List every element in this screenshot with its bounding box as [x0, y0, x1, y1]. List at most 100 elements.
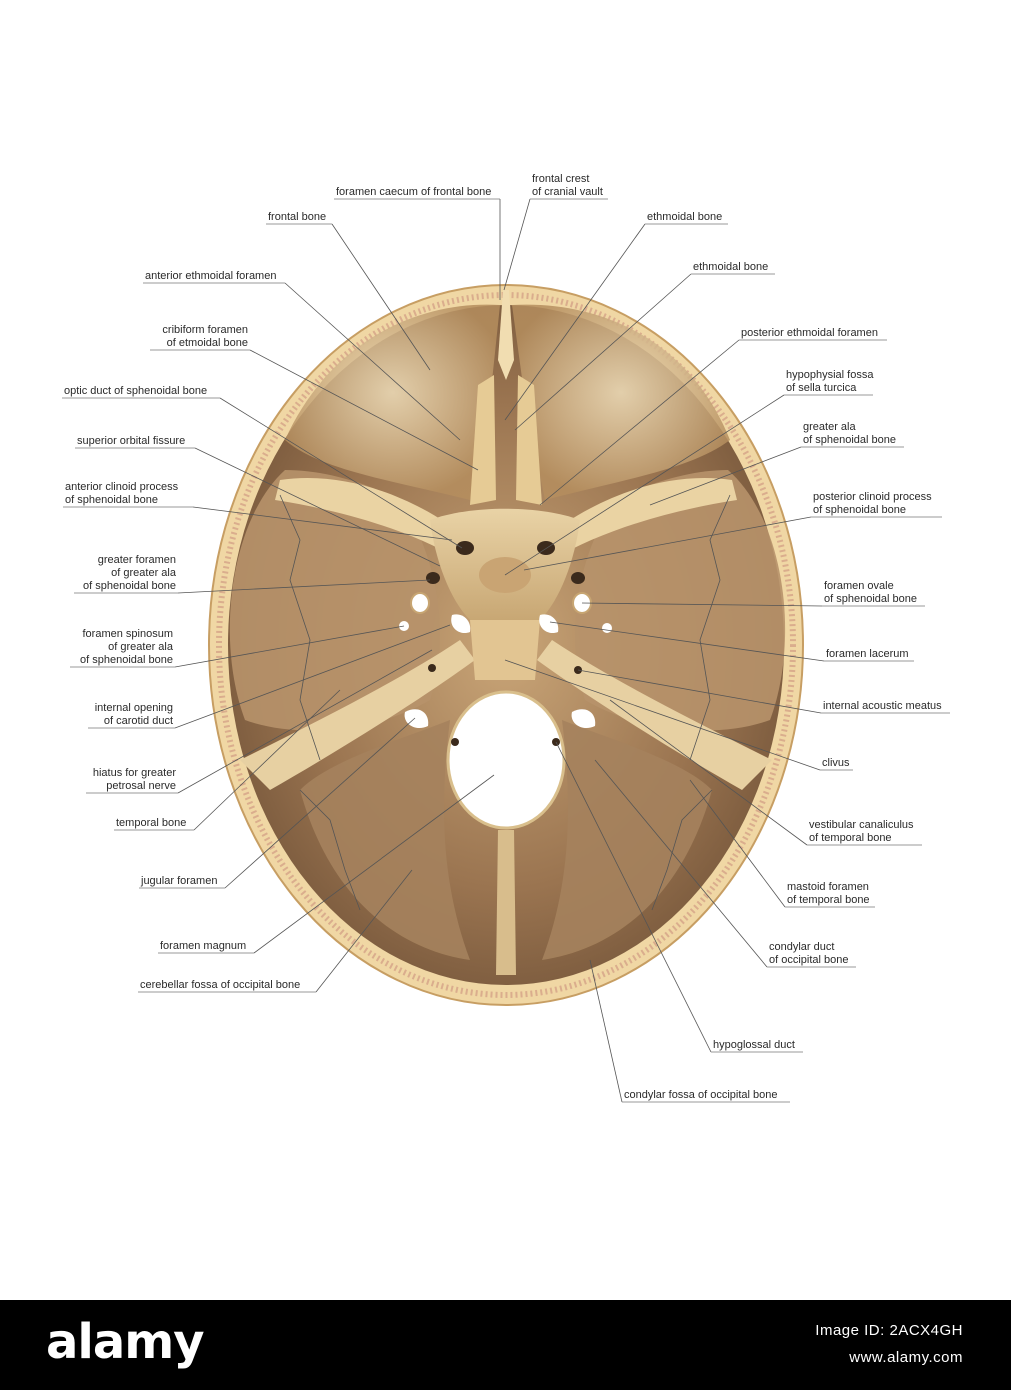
label-text: greater ala — [803, 421, 856, 433]
brand-logo: alamy — [46, 1314, 205, 1370]
foramen-ovale-left — [410, 592, 430, 614]
leader-posterior-ethmoidal-foramen — [539, 339, 740, 506]
label-internal-acoustic-meatus: internal acoustic meatus — [821, 700, 950, 714]
leader-greater-foramen — [177, 579, 431, 594]
label-text: condylar duct — [769, 941, 834, 953]
foramen-spinosum-right — [602, 623, 612, 633]
leader-foramen-lacerum — [549, 621, 825, 662]
leader-greater-ala — [649, 446, 802, 506]
leader-jugular-foramen — [224, 717, 416, 889]
crista-galli — [498, 290, 514, 380]
label-frontal-bone: frontal bone — [266, 211, 332, 225]
leader-internal-opening-carotid — [174, 624, 451, 729]
label-text: of occipital bone — [769, 954, 849, 966]
label-text: hypophysial fossa — [786, 369, 874, 381]
lambdoid-suture-right — [651, 789, 713, 911]
label-text: of etmoidal bone — [167, 337, 248, 349]
label-text: posterior clinoid process — [813, 491, 932, 503]
leader-optic-duct — [219, 397, 463, 549]
leader-foramen-magnum — [253, 774, 495, 954]
label-text: anterior ethmoidal foramen — [145, 270, 276, 282]
label-text: cribiform foramen — [162, 324, 248, 336]
label-hypoglossal-duct: hypoglossal duct — [711, 1039, 803, 1053]
leader-posterior-clinoid-process — [523, 516, 812, 571]
foramen-magnum-hole — [446, 690, 566, 830]
label-text: internal opening — [95, 702, 173, 714]
anterior-cranial-fossa-left — [285, 304, 500, 500]
leader-vestibular-canaliculus — [609, 699, 808, 846]
jugular-foramen-left — [404, 709, 429, 729]
label-text: of cranial vault — [532, 186, 603, 198]
leader-cribiform-foramen — [249, 349, 479, 471]
label-ethmoidal-bone-1: ethmoidal bone — [645, 211, 728, 225]
label-text: condylar fossa of occipital bone — [624, 1089, 777, 1101]
leader-foramen-ovale — [581, 602, 823, 607]
cribriform-plate-left — [470, 375, 496, 505]
label-text: foramen lacerum — [826, 648, 909, 660]
lambdoid-suture-left — [299, 789, 361, 911]
label-text: of sphenoidal bone — [80, 654, 173, 666]
label-text: of sphenoidal bone — [65, 494, 158, 506]
leader-frontal-bone — [331, 223, 431, 371]
image-id-text: Image ID: 2ACX4GH — [815, 1322, 963, 1339]
label-foramen-lacerum: foramen lacerum — [824, 648, 914, 662]
leader-frontal-crest — [503, 198, 531, 291]
site-url-text: www.alamy.com — [849, 1349, 963, 1366]
leader-superior-orbital-fissure — [194, 447, 441, 567]
label-foramen-magnum: foramen magnum — [158, 940, 254, 954]
hypoglossal-canal-left — [451, 738, 459, 746]
label-text: temporal bone — [116, 817, 186, 829]
label-text: of sphenoidal bone — [83, 580, 176, 592]
label-clivus: clivus — [820, 757, 853, 771]
label-foramen-caecum: foramen caecum of frontal bone — [334, 186, 500, 200]
posterior-cranial-fossa-left — [300, 720, 470, 960]
internal-acoustic-meatus-left — [428, 664, 436, 672]
label-text: petrosal nerve — [106, 780, 176, 792]
label-text: of greater ala — [111, 567, 177, 579]
jugular-foramen-right — [571, 709, 596, 729]
label-text: of temporal bone — [809, 832, 892, 844]
leader-condylar-fossa — [589, 959, 623, 1103]
leader-lines — [174, 198, 825, 1103]
cribriform-plate-right — [516, 375, 542, 505]
label-text: of sphenoidal bone — [813, 504, 906, 516]
leader-anterior-clinoid-process — [192, 506, 453, 541]
leader-temporal-bone — [193, 689, 341, 831]
label-text: foramen spinosum — [83, 628, 174, 640]
label-text: jugular foramen — [140, 875, 217, 887]
label-text: ethmoidal bone — [647, 211, 722, 223]
label-text: foramen magnum — [160, 940, 246, 952]
leader-hiatus-petrosal — [177, 649, 433, 794]
leader-internal-acoustic-meatus — [577, 669, 822, 714]
label-text: ethmoidal bone — [693, 261, 768, 273]
leader-cerebellar-fossa — [315, 869, 413, 993]
middle-cranial-fossa-right — [575, 470, 786, 731]
label-text: of sphenoidal bone — [824, 593, 917, 605]
label-anterior-ethmoidal-foramen: anterior ethmoidal foramen — [143, 270, 285, 284]
label-text: frontal bone — [268, 211, 326, 223]
leader-hypophysial-fossa — [504, 394, 785, 576]
skull-base-figure: frontal bone anterior ethmoidal foramen cr… — [62, 173, 950, 1103]
label-text: hypoglossal duct — [713, 1039, 795, 1051]
label-text: vestibular canaliculus — [809, 819, 914, 831]
label-posterior-ethmoidal-foramen: posterior ethmoidal foramen — [739, 327, 887, 341]
label-text: internal acoustic meatus — [823, 700, 942, 712]
leader-ethmoidal-bone-1 — [504, 223, 646, 421]
label-cerebellar-fossa: cerebellar fossa of occipital bone — [138, 979, 316, 993]
label-text: mastoid foramen — [787, 881, 869, 893]
label-text: anterior clinoid process — [65, 481, 179, 493]
posterior-cranial-fossa-right — [542, 720, 712, 960]
leader-clivus — [504, 659, 821, 771]
label-text: of greater ala — [108, 641, 174, 653]
label-text: foramen ovale — [824, 580, 894, 592]
